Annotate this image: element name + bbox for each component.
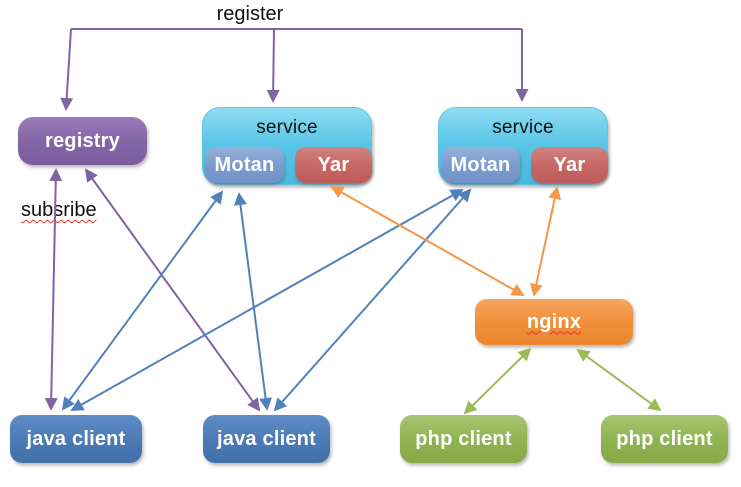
edge-motan1-java2 — [233, 192, 273, 411]
edge-registry-java2 — [84, 168, 261, 412]
php-client-2-node: php client — [601, 415, 728, 463]
service-2-node: service Motan Yar — [438, 107, 608, 185]
edge-register-to-service1 — [266, 28, 280, 103]
service-1-motan-label: Motan — [214, 153, 275, 176]
java-client-1-node: java client — [10, 415, 142, 463]
edge-register-to-registry — [60, 28, 74, 111]
php-client-1-label: php client — [415, 427, 512, 450]
java-client-1-label: java client — [26, 427, 126, 450]
service-2-yar-label: Yar — [553, 153, 586, 176]
php-client-1-node: php client — [400, 415, 527, 463]
service-1-yar-node: Yar — [295, 147, 372, 183]
service-1-motan-node: Motan — [205, 147, 284, 183]
edge-motan2-java1 — [70, 189, 464, 411]
edge-motan1-java1 — [61, 190, 224, 411]
edge-yar2-nginx — [529, 186, 562, 297]
nginx-node: nginx — [475, 299, 633, 345]
java-client-2-node: java client — [203, 415, 330, 463]
nginx-label: nginx — [526, 310, 582, 333]
php-client-2-label: php client — [616, 427, 713, 450]
service-1-node: service Motan Yar — [202, 107, 372, 185]
edge-motan2-java2 — [273, 188, 472, 412]
service-2-motan-node: Motan — [441, 147, 520, 183]
edge-nginx-php1 — [463, 347, 532, 415]
subscribe-label: subsribe — [21, 199, 97, 221]
service-1-yar-label: Yar — [317, 153, 350, 176]
edge-yar1-nginx — [330, 186, 525, 296]
service-2-motan-label: Motan — [450, 153, 511, 176]
registry-node: registry — [18, 117, 147, 165]
register-label: register — [216, 3, 284, 25]
service-2-label: service — [492, 117, 554, 138]
registry-label: registry — [45, 129, 120, 152]
edge-nginx-php2 — [576, 348, 662, 412]
java-client-2-label: java client — [217, 427, 316, 450]
service-2-yar-node: Yar — [531, 147, 608, 183]
service-1-label: service — [256, 117, 318, 138]
